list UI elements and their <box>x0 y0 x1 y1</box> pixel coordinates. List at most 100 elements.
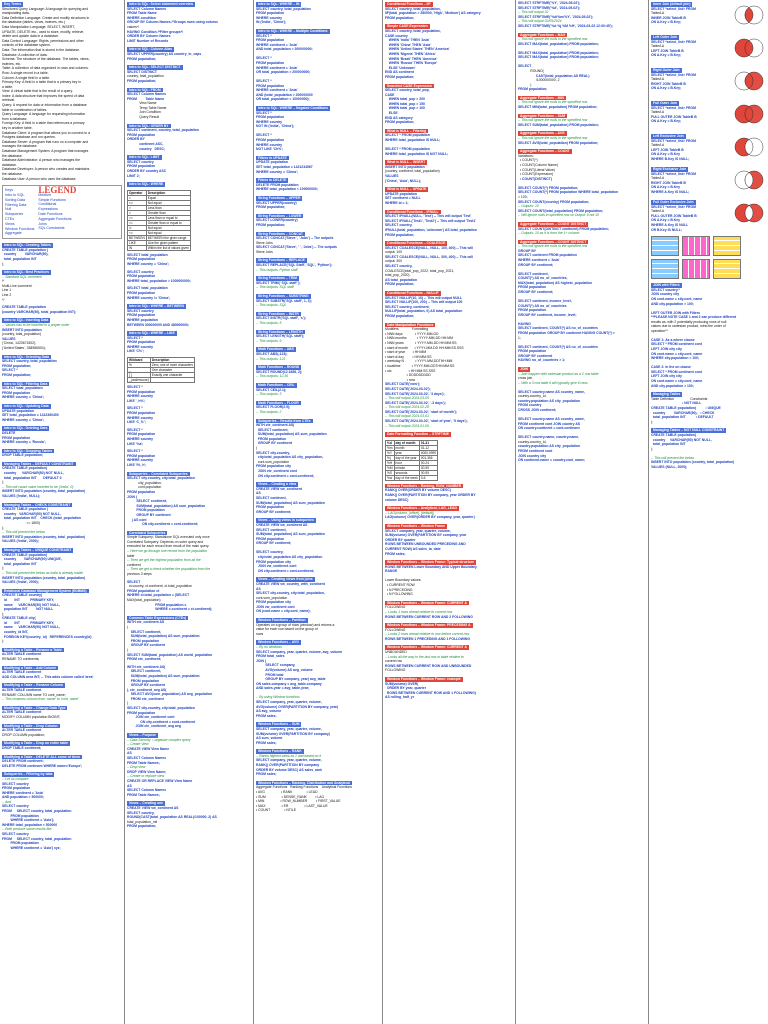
code-line: /1000000000, 2 <box>518 78 560 83</box>
code-line: UPDATE population <box>385 191 417 196</box>
venn-diagram <box>734 38 764 58</box>
code-line: -- Create View <box>127 742 149 747</box>
join-heading: Left Outer Join <box>651 35 680 40</box>
code-line: SELECT * <box>127 385 143 390</box>
code-line: CASE 1: As a where clause <box>651 337 695 342</box>
code-line: previous 3 steps <box>127 572 152 577</box>
code-line: -- And <box>2 799 12 804</box>
code-line: SELECT country, <box>256 550 284 555</box>
key-term-line: Database Management System: A program th… <box>2 149 89 153</box>
code-line: output: 300 <box>385 259 402 264</box>
code-line: FROM population <box>127 340 156 345</box>
code-line: SELECT SUBSTR('SQL staff', 1, 3); <box>256 298 312 303</box>
code-line: -- This will output 2024-02-28 <box>385 405 429 410</box>
code-line: FROM population; <box>385 15 415 20</box>
code-line: FROM population; <box>385 120 415 125</box>
section-heading: Managing Tables – CHECK CONSTRAINT <box>2 502 73 508</box>
code-line: SELECT continent, <box>127 499 167 504</box>
code-line: city.total_population AS city_population… <box>256 455 324 460</box>
code-line: WHERE B.Key IS NULL; <box>651 156 690 161</box>
code-line: AS <box>256 586 261 591</box>
code-line: SELECT country <box>2 781 29 786</box>
code-line: SELECT country, <box>385 223 413 228</box>
code-line: country.country_id, <box>518 394 547 399</box>
code-line: ); <box>2 611 5 616</box>
legend-title: LEGEND <box>38 185 77 196</box>
code-line: UNBOUNDED <box>385 650 407 655</box>
code-line: FULL OUTER JOIN TableB B <box>651 114 697 119</box>
code-line: TableA A <box>651 11 665 16</box>
code-line: BETWEEN 300000000 AND 480000000; <box>127 322 190 327</box>
section-heading: Managing Tables – UNIQUE CONSTRAINT <box>2 547 74 553</box>
code-line: CREATE TABLE population( <box>2 552 48 557</box>
code-line: values*/ <box>127 24 140 29</box>
code-line: SELECT country <box>127 269 154 274</box>
code-line: SELECT NULLIF(10, 10) -- This will outpu… <box>385 295 463 300</box>
code-line: table <box>127 553 135 558</box>
code-line: WHERE country = 'China'; <box>256 169 299 174</box>
code-line: ALTER TABLE continent <box>2 688 42 692</box>
section-heading: String Functions – REPLACE <box>256 258 307 264</box>
code-line: -- This will ignore the nulls in the spe… <box>518 100 588 105</box>
legend-item: Filtering Data <box>5 202 27 207</box>
code-line: SELECT * <box>256 56 272 61</box>
code-line: SELECT Column Names <box>127 788 166 793</box>
code-line: ON city.continent = cont.continent; <box>256 473 315 478</box>
legend-item: CTEs <box>5 216 14 221</box>
code-line: GROUP BY continent <box>127 512 171 517</box>
code-line: FOREIGN KEY(country_id) REFERENCES count… <box>2 634 92 639</box>
code-line: LEFT JOIN TableB B <box>651 48 684 53</box>
code-line: total_population INT <box>2 256 37 261</box>
section-heading: What is NULL – INSERT <box>385 160 428 165</box>
code-line: INSERT INTO population <box>385 164 425 169</box>
section-block: Intro to SQL: WHERE <box>125 180 253 189</box>
key-term-line: from a database. <box>2 116 28 121</box>
section-heading: Intro to SQL: Creating Tables <box>2 243 53 248</box>
section-heading: Common Table Expressions (CTEs) <box>127 615 189 621</box>
join-heading: Right Outer Join <box>651 68 682 73</box>
code-line: FROM continent cont <box>518 449 553 453</box>
key-term-line: retrieval. <box>2 98 16 103</box>
section-block: Window Functions – RANK-- Ranks highest … <box>254 747 382 779</box>
code-line: SELECT * <box>2 368 18 373</box>
code-line: ROWS BETWEEN Lower Boundary AND Upper Bo… <box>385 564 477 569</box>
code-line: • NOT NULL <box>651 401 702 406</box>
code-line: INSERT INTO population <box>2 327 42 332</box>
code-line: SELECT DATE('2024-03-02', '3 days'); <box>385 391 445 396</box>
code-line: SUM(total_population) AS sum_population <box>256 500 325 505</box>
code-line: JOIN vw_continent cont <box>256 604 295 609</box>
code-line: cont.population <box>127 485 162 490</box>
table-cell: Within the list of values given <box>145 244 191 251</box>
code-line: FROM population <box>127 389 156 394</box>
section-heading: Intro to SQL: WHERE – BETWEEN <box>127 304 187 309</box>
venn-overlap <box>744 40 754 56</box>
code-line: LEFT JOIN city city <box>651 374 682 379</box>
code-line: FROM population <box>518 349 547 354</box>
code-line: total_population INT DEFAULT 0 <box>2 475 62 480</box>
code-line: WHERE continent = 'Asia'); <box>2 818 55 823</box>
code-line: RIGHT JOIN TableB B <box>651 180 686 185</box>
code-line: LIKE 'C_%'; <box>127 420 146 425</box>
code-line: ALTER TABLE continent <box>2 728 42 733</box>
join-block: Inner Join (default join)SELECT *select_… <box>649 0 768 33</box>
code-line: ROWS BETWEEN 1 PRECEDING AND 1 FOLLOWING <box>385 636 471 641</box>
code-line: FROM SELECT country, total_population <box>2 809 72 814</box>
code-line: WHERE continent = 'Asia' <box>256 65 298 70</box>
code-line: -- This outputs: 2 <box>256 409 282 414</box>
code-line: FROM population <box>127 274 156 279</box>
key-term-line: Database Server: A program that runs on … <box>2 139 89 144</box>
